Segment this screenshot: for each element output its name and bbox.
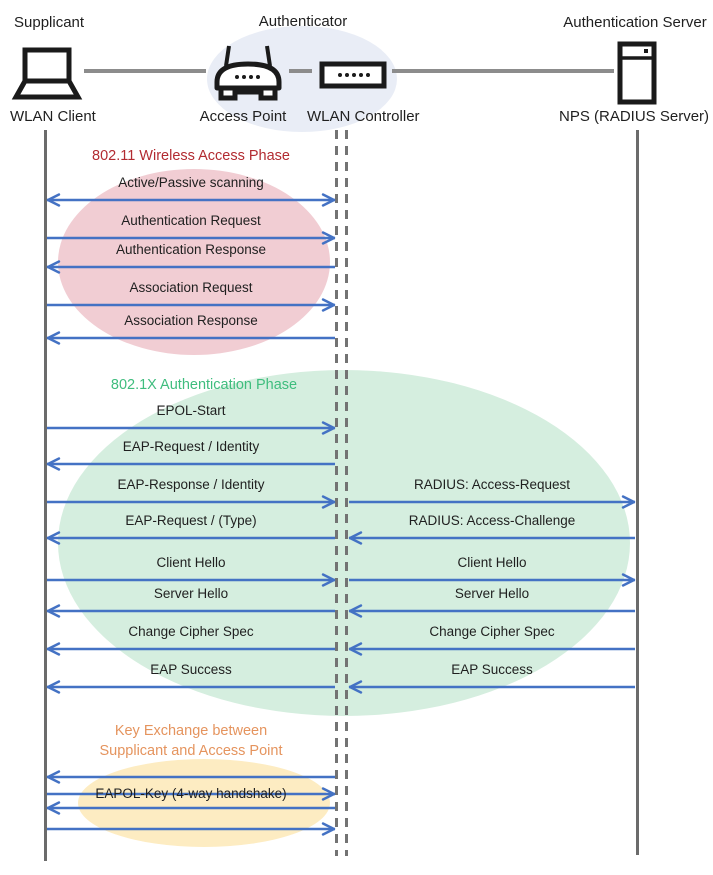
message-arrow: [46, 260, 335, 274]
message-arrow: [348, 642, 635, 656]
message-label: Server Hello: [454, 586, 530, 601]
message-authentication-request: Authentication Request: [46, 212, 336, 245]
message-label: RADIUS: Access-Challenge: [408, 513, 576, 528]
message-association-response: Association Response: [46, 312, 336, 345]
message-arrow: [46, 457, 335, 471]
message-arrow: [47, 787, 336, 801]
role-authentication-server: Authentication Server: [563, 14, 707, 31]
message-unlabeled: [46, 770, 336, 784]
message-arrow: [348, 680, 635, 694]
server-icon: [617, 41, 657, 105]
message-radius-access-request: RADIUS: Access-Request: [348, 476, 636, 509]
message-label: Authentication Request: [121, 213, 261, 228]
message-label: EPOL-Start: [156, 403, 226, 418]
message-label: EAPOL-Key (4-way handshake): [95, 786, 287, 801]
role-authenticator: Authenticator: [258, 13, 348, 30]
message-label: EAP Success: [150, 662, 232, 677]
device-label-access-point: Access Point: [199, 108, 287, 125]
message-label: Change Cipher Spec: [429, 624, 555, 639]
message-server-hello: Server Hello: [348, 585, 636, 618]
message-arrow: [46, 193, 336, 207]
message-arrow: [46, 801, 335, 815]
message-arrow: [349, 573, 636, 587]
device-label-wlan-client: WLAN Client: [10, 108, 96, 125]
message-eapol-key-4-way-handshake: EAPOL-Key (4-way handshake): [46, 787, 336, 815]
message-eap-success: EAP Success: [46, 661, 336, 694]
message-arrow: [47, 298, 336, 312]
message-eap-request-type: EAP-Request / (Type): [46, 512, 336, 545]
message-arrow: [47, 822, 336, 836]
message-radius-access-challenge: RADIUS: Access-Challenge: [348, 512, 636, 545]
phase2-title: 802.1X Authentication Phase: [110, 377, 298, 393]
message-arrow: [47, 495, 336, 509]
message-label: EAP-Request / Identity: [122, 439, 260, 454]
message-authentication-response: Authentication Response: [46, 241, 336, 274]
message-label: EAP-Response / Identity: [117, 477, 265, 492]
message-label: EAP-Request / (Type): [125, 513, 257, 528]
lifeline-nps-server: [636, 130, 639, 855]
message-label: Association Response: [124, 313, 258, 328]
device-connector-right: [392, 69, 614, 73]
access-point-icon: [214, 45, 282, 101]
message-client-hello: Client Hello: [46, 554, 336, 587]
message-arrow: [349, 495, 636, 509]
message-eap-request-identity: EAP-Request / Identity: [46, 438, 336, 471]
message-active-passive-scanning: Active/Passive scanning: [46, 174, 336, 207]
phase3-title: Key Exchange between Supplicant and Acce…: [99, 723, 283, 759]
message-server-hello: Server Hello: [46, 585, 336, 618]
lifeline-wlan-client: [44, 130, 47, 861]
message-change-cipher-spec: Change Cipher Spec: [46, 623, 336, 656]
message-label: Server Hello: [153, 586, 229, 601]
message-label: Client Hello: [156, 555, 226, 570]
message-label: Active/Passive scanning: [118, 175, 264, 190]
message-label: EAP Success: [451, 662, 533, 677]
lifeline-wlan-controller-right: [345, 130, 348, 856]
message-change-cipher-spec: Change Cipher Spec: [348, 623, 636, 656]
device-connector-left: [84, 69, 206, 73]
message-arrow: [46, 770, 335, 784]
message-unlabeled: [46, 787, 336, 801]
wlan-controller-icon: [319, 61, 387, 89]
message-arrow: [47, 421, 336, 435]
message-client-hello: Client Hello: [348, 554, 636, 587]
device-label-nps-radius-server: NPS (RADIUS Server): [559, 108, 710, 125]
message-epol-start: EPOL-Start: [46, 402, 336, 435]
message-label: Client Hello: [457, 555, 527, 570]
message-arrow: [46, 642, 335, 656]
message-label: Change Cipher Spec: [128, 624, 254, 639]
phase1-title: 802.11 Wireless Access Phase: [92, 148, 290, 164]
message-label: RADIUS: Access-Request: [413, 477, 571, 492]
device-label-wlan-controller: WLAN Controller: [307, 108, 420, 125]
message-arrow: [46, 531, 335, 545]
message-label: Association Request: [129, 280, 253, 295]
phase3-ellipse: [78, 759, 330, 847]
message-eap-success: EAP Success: [348, 661, 636, 694]
message-unlabeled: [46, 822, 336, 836]
message-arrow: [47, 231, 336, 245]
message-arrow: [348, 531, 635, 545]
laptop-icon: [11, 47, 83, 100]
lifeline-wlan-controller-left: [335, 130, 338, 856]
message-arrow: [46, 680, 335, 694]
role-supplicant: Supplicant: [14, 14, 85, 31]
message-label: Authentication Response: [115, 242, 267, 257]
message-arrow: [47, 573, 336, 587]
message-association-request: Association Request: [46, 279, 336, 312]
message-arrow: [348, 604, 635, 618]
message-arrow: [46, 331, 335, 345]
device-connector-middle: [289, 69, 312, 73]
message-eap-response-identity: EAP-Response / Identity: [46, 476, 336, 509]
message-arrow: [46, 604, 335, 618]
